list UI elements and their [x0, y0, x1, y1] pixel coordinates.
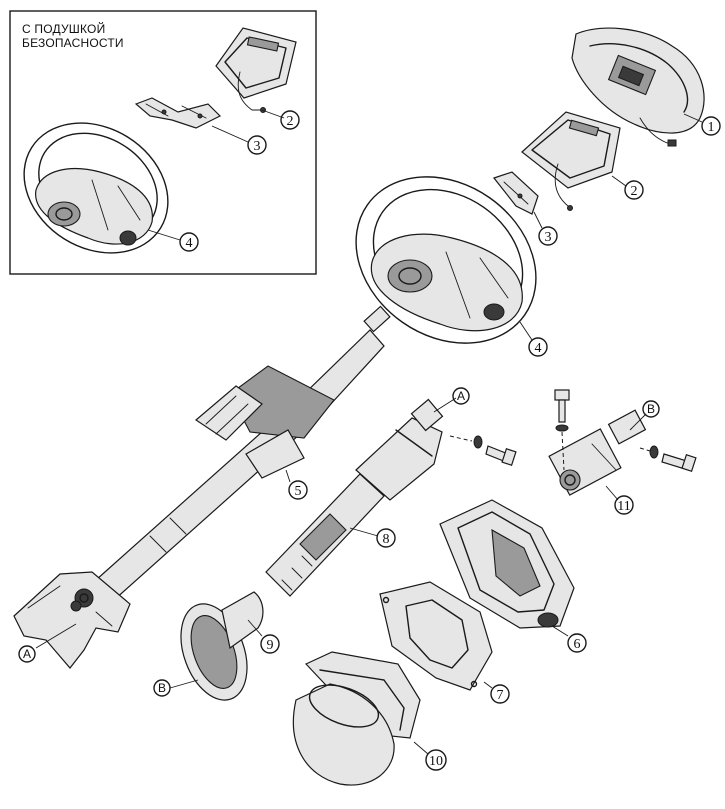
- rubber-boot: [180, 591, 264, 701]
- callout-5-label: 5: [295, 484, 302, 499]
- inset-airbag-module: [215, 27, 297, 113]
- callout-7: 7: [490, 684, 510, 704]
- mounting-bracket: [493, 171, 539, 215]
- callout-4: 4: [528, 337, 548, 357]
- bolt-upper: [554, 389, 570, 471]
- callout-2-inset: 2: [280, 110, 300, 130]
- marker-a-column-label: A: [23, 647, 31, 661]
- marker-b-joint-label: B: [647, 402, 655, 416]
- marker-b-boot-label: B: [158, 681, 166, 695]
- callout-10: 10: [425, 749, 447, 771]
- marker-b-joint: B: [642, 400, 660, 418]
- column-cover: [439, 499, 575, 629]
- callout-5: 5: [288, 480, 308, 500]
- lower-cover: [292, 651, 421, 786]
- callout-3-inset-label: 3: [254, 139, 261, 154]
- callout-11: 11: [614, 495, 634, 515]
- callout-4-inset-label: 4: [186, 236, 193, 251]
- steering-column: [13, 305, 391, 669]
- airbag-cover: [521, 111, 621, 211]
- inset-mounting-bracket: [134, 97, 222, 129]
- marker-a-shaft: A: [452, 387, 470, 405]
- callout-1-label: 1: [708, 120, 715, 135]
- marker-b-boot: B: [153, 679, 171, 697]
- callout-3-inset: 3: [247, 135, 267, 155]
- marker-a-shaft-label: A: [457, 389, 465, 403]
- gasket: [379, 581, 493, 691]
- marker-a-column: A: [18, 645, 36, 663]
- callout-11-label: 11: [617, 499, 630, 514]
- inset-caption: С ПОДУШКОЙ БЕЗОПАСНОСТИ: [22, 22, 124, 50]
- bolt-left: [449, 435, 517, 466]
- callout-6: 6: [567, 633, 587, 653]
- callout-7-label: 7: [497, 688, 504, 703]
- leader-lines: [35, 109, 703, 755]
- callout-8-label: 8: [383, 532, 390, 547]
- inset-caption-line1: С ПОДУШКОЙ: [22, 22, 106, 36]
- airbag-module: [571, 27, 705, 147]
- bolt-right: [639, 445, 697, 472]
- inset-frame: [9, 10, 317, 275]
- callout-2-label: 2: [631, 184, 638, 199]
- inset-caption-line2: БЕЗОПАСНОСТИ: [22, 36, 124, 50]
- callout-6-label: 6: [574, 637, 581, 652]
- callout-10-label: 10: [429, 754, 443, 769]
- callout-4-label: 4: [535, 341, 542, 356]
- callout-8: 8: [376, 528, 396, 548]
- inset-steering-wheel: [23, 122, 169, 254]
- callout-2: 2: [624, 180, 644, 200]
- callout-3: 3: [538, 226, 558, 246]
- callout-2-inset-label: 2: [287, 114, 294, 129]
- callout-9: 9: [260, 634, 280, 654]
- callout-9-label: 9: [267, 638, 274, 653]
- callout-4-inset: 4: [179, 232, 199, 252]
- universal-joint: [548, 409, 647, 496]
- steering-wheel: [355, 176, 537, 344]
- intermediate-shaft: [265, 398, 444, 597]
- callout-1: 1: [701, 116, 721, 136]
- callout-3-label: 3: [545, 230, 552, 245]
